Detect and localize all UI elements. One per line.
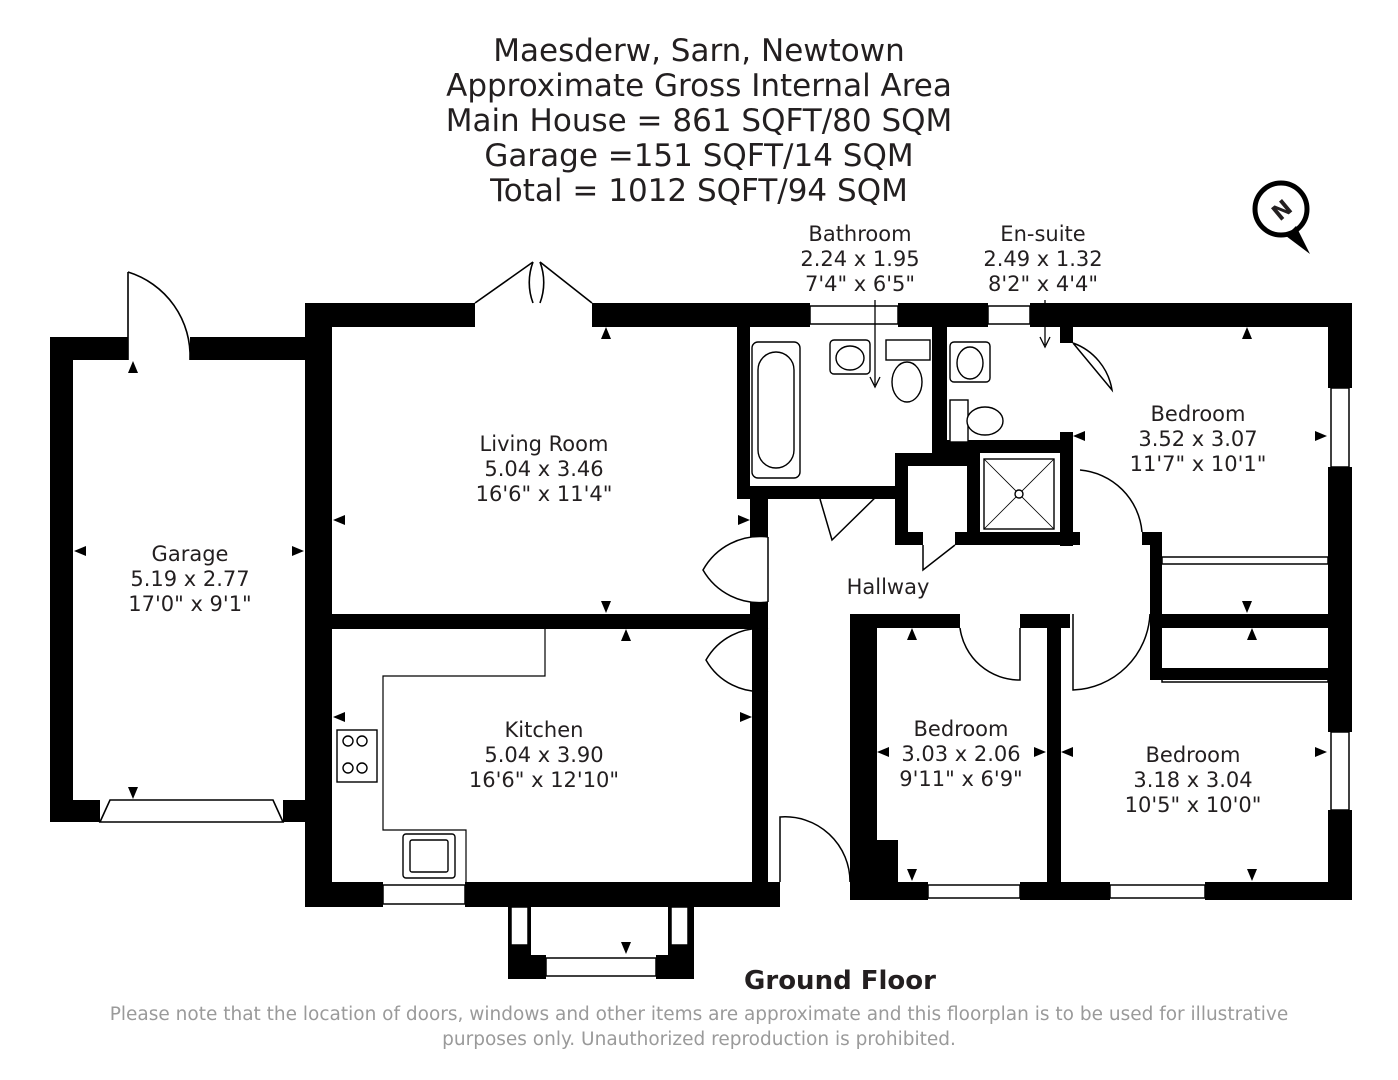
kitchen-name: Kitchen: [505, 718, 584, 742]
kitchen-imperial: 16'6" x 12'10": [469, 768, 619, 792]
bedroom-1-metric: 3.52 x 3.07: [1138, 427, 1257, 451]
header-main-house-area: Main House = 861 SQFT/80 SQM: [445, 103, 953, 139]
header-total-area: Total = 1012 SQFT/94 SQM: [490, 173, 908, 209]
fixtures: [336, 339, 1055, 879]
label-leaders: [869, 300, 1051, 389]
garage-walls: [50, 337, 320, 822]
wardrobes: [1161, 556, 1329, 683]
living-room-name: Living Room: [480, 432, 609, 456]
bedroom-3-name: Bedroom: [1146, 743, 1241, 767]
bedroom-3-imperial: 10'5" x 10'0": [1125, 793, 1262, 817]
bathroom-name: Bathroom: [808, 222, 911, 246]
ensuite-name: En-suite: [1000, 222, 1085, 246]
kitchen-counter: [382, 629, 546, 882]
header-subtitle: Approximate Gross Internal Area: [446, 68, 952, 104]
plan-header: Maesderw, Sarn, Newtown Approximate Gros…: [0, 34, 1398, 209]
disclaimer: Please note that the location of doors, …: [0, 1002, 1398, 1052]
ensuite-metric: 2.49 x 1.32: [983, 247, 1102, 271]
header-address: Maesderw, Sarn, Newtown: [493, 33, 905, 69]
bedroom-2-name: Bedroom: [914, 717, 1009, 741]
bedroom-1-name: Bedroom: [1151, 402, 1246, 426]
windows: [382, 305, 1350, 977]
bedroom-1-imperial: 11'7" x 10'1": [1130, 452, 1267, 476]
bedroom-3-metric: 3.18 x 3.04: [1133, 768, 1252, 792]
bedroom-2-imperial: 9'11" x 6'9": [899, 767, 1022, 791]
interior-walls: [332, 303, 1352, 882]
interior-doors: [702, 342, 1151, 883]
kitchen-metric: 5.04 x 3.90: [484, 743, 603, 767]
disclaimer-line-2: purposes only. Unauthorized reproduction…: [442, 1029, 956, 1050]
bathroom-imperial: 7'4" x 6'5": [805, 272, 915, 296]
living-room-imperial: 16'6" x 11'4": [476, 482, 613, 506]
garage-imperial: 17'0" x 9'1": [128, 592, 251, 616]
hallway-name: Hallway: [847, 575, 930, 599]
exterior-walls: [305, 303, 1352, 979]
ensuite-imperial: 8'2" x 4'4": [988, 272, 1098, 296]
compass-icon: N: [1252, 180, 1310, 254]
garage-door: [98, 271, 285, 823]
bathroom-metric: 2.24 x 1.95: [800, 247, 919, 271]
floor-label: Ground Floor: [744, 966, 936, 996]
bedroom-2-metric: 3.03 x 2.06: [901, 742, 1020, 766]
garage-metric: 5.19 x 2.77: [130, 567, 249, 591]
dimension-arrows: [74, 327, 1327, 954]
disclaimer-line-1: Please note that the location of doors, …: [109, 1004, 1289, 1025]
header-garage-area: Garage =151 SQFT/14 SQM: [484, 138, 914, 174]
garage-name: Garage: [152, 542, 229, 566]
room-labels: Garage 5.19 x 2.77 17'0" x 9'1" Living R…: [128, 222, 1266, 817]
living-room-doors: [474, 261, 593, 304]
living-room-metric: 5.04 x 3.46: [484, 457, 603, 481]
